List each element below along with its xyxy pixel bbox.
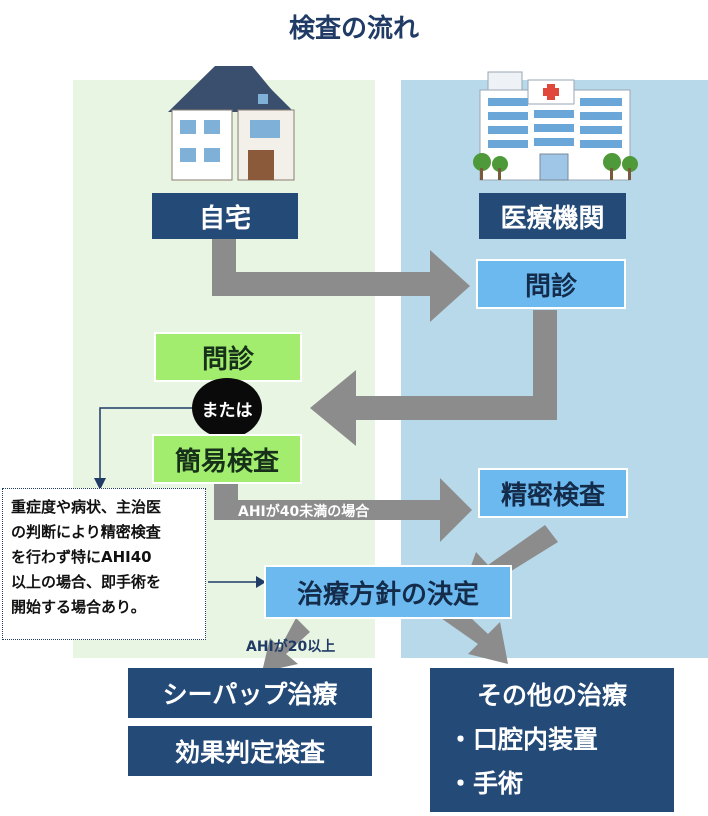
home-label: 自宅	[152, 193, 298, 239]
ahi-20-plus-label: AHIが20以上	[246, 639, 336, 655]
page-title: 検査の流れ	[288, 14, 419, 44]
hospital-label: 医療機関	[479, 193, 626, 239]
other-treatment-box: その他の治療 ・口腔内装置 ・手術	[430, 668, 674, 812]
cpap-box: シーパップ治療	[128, 668, 372, 718]
surgery-item: ・手術	[448, 769, 524, 798]
ahi-under-40-label: AHIが40未満の場合	[238, 504, 370, 520]
other-treatment-title: その他の治療	[476, 681, 627, 710]
consult-home-box: 問診	[154, 332, 302, 382]
or-badge: または	[192, 378, 262, 438]
effect-test-box: 効果判定検査	[128, 726, 372, 776]
policy-box: 治療方針の決定	[264, 565, 512, 619]
oral-device-item: ・口腔内装置	[448, 725, 599, 754]
note-box: 重症度や病状、主治医 の判断により精密検査 を行わず特にAHI40 以上の場合、…	[2, 488, 206, 640]
simple-test-box: 簡易検査	[152, 434, 302, 484]
consult-hospital-box: 問診	[476, 259, 626, 309]
detailed-test-box: 精密検査	[478, 468, 628, 518]
